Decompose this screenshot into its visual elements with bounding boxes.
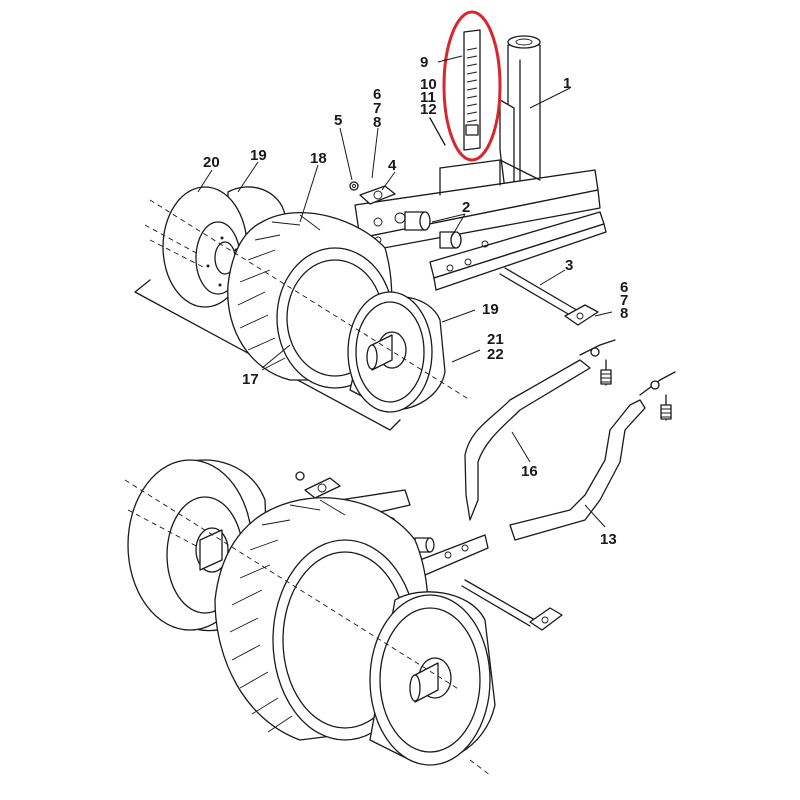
callout-17: 17 bbox=[242, 371, 259, 388]
callout-19b: 19 bbox=[482, 301, 499, 318]
lower-axle bbox=[461, 579, 563, 631]
callout-6a: 6 bbox=[373, 86, 381, 103]
callout-21: 21 bbox=[487, 331, 504, 348]
callout-8a: 8 bbox=[373, 114, 381, 131]
vertical-post bbox=[507, 35, 541, 199]
callout-2: 2 bbox=[462, 199, 470, 216]
callout-16: 16 bbox=[521, 463, 538, 480]
callout-7b: 7 bbox=[620, 292, 628, 309]
callout-19a: 19 bbox=[250, 147, 267, 164]
callout-6b: 6 bbox=[620, 279, 628, 296]
axle-3 bbox=[499, 267, 599, 326]
leader-lines bbox=[197, 55, 613, 528]
callout-4: 4 bbox=[388, 157, 397, 174]
axle-centerline-lower bbox=[124, 479, 461, 691]
callout-18: 18 bbox=[310, 150, 327, 167]
callout-5: 5 bbox=[334, 112, 342, 129]
lower-mounting-plate bbox=[295, 471, 341, 499]
base-plate bbox=[134, 279, 401, 431]
callout-12: 12 bbox=[420, 101, 437, 118]
callout-3: 3 bbox=[565, 257, 573, 274]
callout-22: 22 bbox=[487, 346, 504, 363]
angle-bar bbox=[429, 211, 607, 291]
callout-9: 9 bbox=[420, 54, 428, 71]
highlight-circle bbox=[442, 10, 502, 162]
mounting-plate-4 bbox=[349, 181, 396, 205]
callout-7a: 7 bbox=[373, 100, 381, 117]
callout-10: 10 bbox=[420, 76, 437, 93]
callout-11: 11 bbox=[420, 89, 436, 106]
callout-13: 13 bbox=[600, 531, 617, 548]
callout-labels: 1 2 3 4 5 6 7 8 6 7 8 9 10 11 12 13 16 1… bbox=[203, 54, 628, 548]
lower-wheel-front bbox=[369, 591, 496, 766]
adjustment-strip-9 bbox=[429, 29, 481, 151]
callout-20: 20 bbox=[203, 154, 220, 171]
link-arm-16 bbox=[464, 339, 616, 521]
callout-1: 1 bbox=[563, 75, 571, 92]
handle-13 bbox=[509, 371, 676, 541]
wheel-19-front bbox=[347, 291, 446, 413]
callout-8b: 8 bbox=[620, 305, 628, 322]
